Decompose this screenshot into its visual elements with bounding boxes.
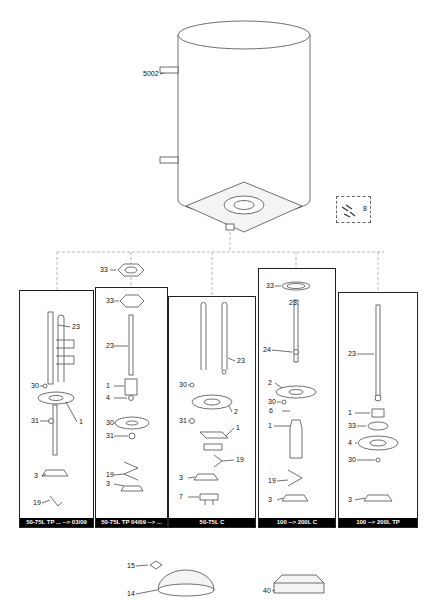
callout-number: 19 — [33, 499, 41, 507]
callout-number: 15 — [127, 562, 135, 570]
callout-number: 1 — [348, 409, 352, 417]
callout-number: 14 — [127, 590, 135, 598]
kit-50-75-tp-new — [114, 295, 149, 491]
callout-number: 31 — [31, 417, 39, 425]
callout-number: 1 — [268, 422, 272, 430]
callout-number: 5002 — [143, 70, 159, 78]
callout-number: 30 — [348, 456, 356, 464]
callout-number: 31 — [106, 432, 114, 440]
callout-number: 4 — [106, 394, 110, 402]
covers — [136, 561, 324, 596]
callout-number: 30 — [268, 398, 276, 406]
callout-number: 7 — [179, 493, 183, 501]
callout-number: 4 — [348, 439, 352, 447]
callout-number: 33 — [266, 282, 274, 290]
callout-number: 6 — [269, 407, 273, 415]
callout-number: 30 — [106, 419, 114, 427]
callout-number: 19 — [236, 456, 244, 464]
gasket — [118, 264, 144, 276]
kit-100-200-c — [272, 282, 316, 501]
kit-box: 8 — [336, 196, 371, 223]
panel-caption: 100 --> 200L C — [259, 518, 335, 527]
callout-number: 23 — [237, 357, 245, 365]
callout-number: 33 — [348, 422, 356, 430]
callout-number: 19 — [106, 471, 114, 479]
kit-50-75-tp-old — [38, 312, 77, 506]
callout-number: 1 — [79, 418, 83, 426]
panel-caption: 100 --> 200L TP — [339, 518, 417, 527]
callout-number: 3 — [268, 496, 272, 504]
callout-number: 31 — [179, 417, 187, 425]
callout-number: 3 — [348, 496, 352, 504]
callout-number: 2 — [268, 379, 272, 387]
callout-number: 40 — [263, 587, 271, 595]
callout-number: 30 — [31, 382, 39, 390]
callout-number: 3 — [106, 480, 110, 488]
panel-caption: 50-75L TP 04/09 --> ... — [96, 518, 167, 527]
callout-number: 30 — [179, 381, 187, 389]
water-heater-tank — [160, 21, 310, 232]
callout-number: 3 — [34, 472, 38, 480]
callout-number: 8 — [337, 197, 370, 212]
callout-number: 23 — [289, 299, 297, 307]
panel-caption: 50-75L C — [169, 518, 255, 527]
callout-number: 33 — [106, 297, 114, 305]
kit-50-75-c — [188, 303, 235, 506]
callout-number: 3 — [179, 474, 183, 482]
callout-number: 23 — [72, 323, 80, 331]
callout-number: 1 — [106, 382, 110, 390]
kit-panel: 50-75L TP 04/09 --> ... — [95, 287, 168, 528]
kit-100-200-tp — [355, 305, 398, 501]
callout-number: 2 — [234, 408, 238, 416]
callout-number: 24 — [263, 346, 271, 354]
callout-number: 23 — [106, 342, 114, 350]
kit-panel: 50-75L TP ... --> 03/09 — [19, 290, 94, 528]
panel-caption: 50-75L TP ... --> 03/09 — [20, 518, 93, 527]
callout-number: 33 — [100, 266, 108, 274]
screw-kit — [342, 205, 355, 217]
callout-number: 23 — [348, 350, 356, 358]
callout-number: 1 — [236, 424, 240, 432]
callout-number: 19 — [268, 477, 276, 485]
